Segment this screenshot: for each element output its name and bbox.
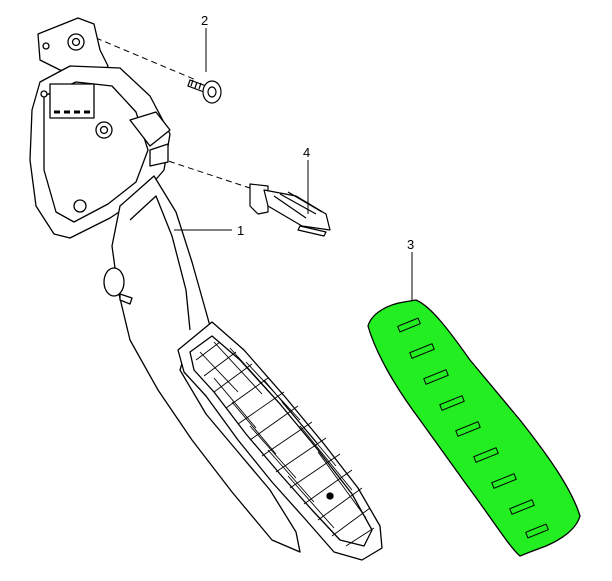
callout-part-3: 3 xyxy=(407,237,415,252)
callout-part-2: 2 xyxy=(201,13,209,28)
leader-lines xyxy=(174,28,413,306)
pedal-pad-cover-ribs xyxy=(397,317,549,539)
pedal-pad-cover[interactable] xyxy=(367,299,581,557)
pedal-arm xyxy=(111,175,301,553)
callout-part-4: 4 xyxy=(303,145,311,160)
pedal-stop xyxy=(103,267,125,297)
assembly-dashed-lines xyxy=(95,37,263,193)
pedal-pad-grip-pattern xyxy=(195,341,375,547)
accelerator-pedal-assembly[interactable] xyxy=(29,17,383,561)
callout-part-1: 1 xyxy=(237,223,245,238)
screw[interactable] xyxy=(187,79,222,104)
retaining-clip[interactable] xyxy=(249,183,331,237)
